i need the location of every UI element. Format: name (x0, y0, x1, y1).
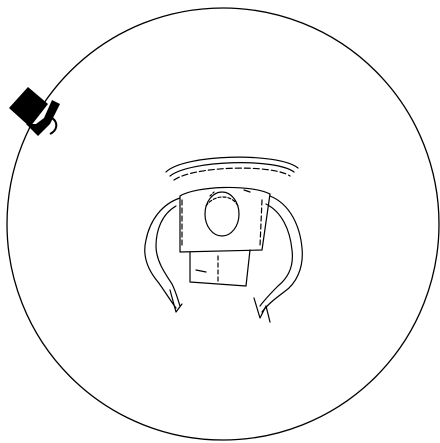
left-arm (145, 198, 182, 312)
figure-top-view (145, 157, 303, 322)
halo-rings (166, 157, 298, 180)
boundary-circle (7, 8, 439, 440)
top-hat-icon (9, 87, 60, 136)
right-arm (254, 196, 302, 322)
head (205, 192, 239, 236)
lower-torso (190, 250, 250, 286)
